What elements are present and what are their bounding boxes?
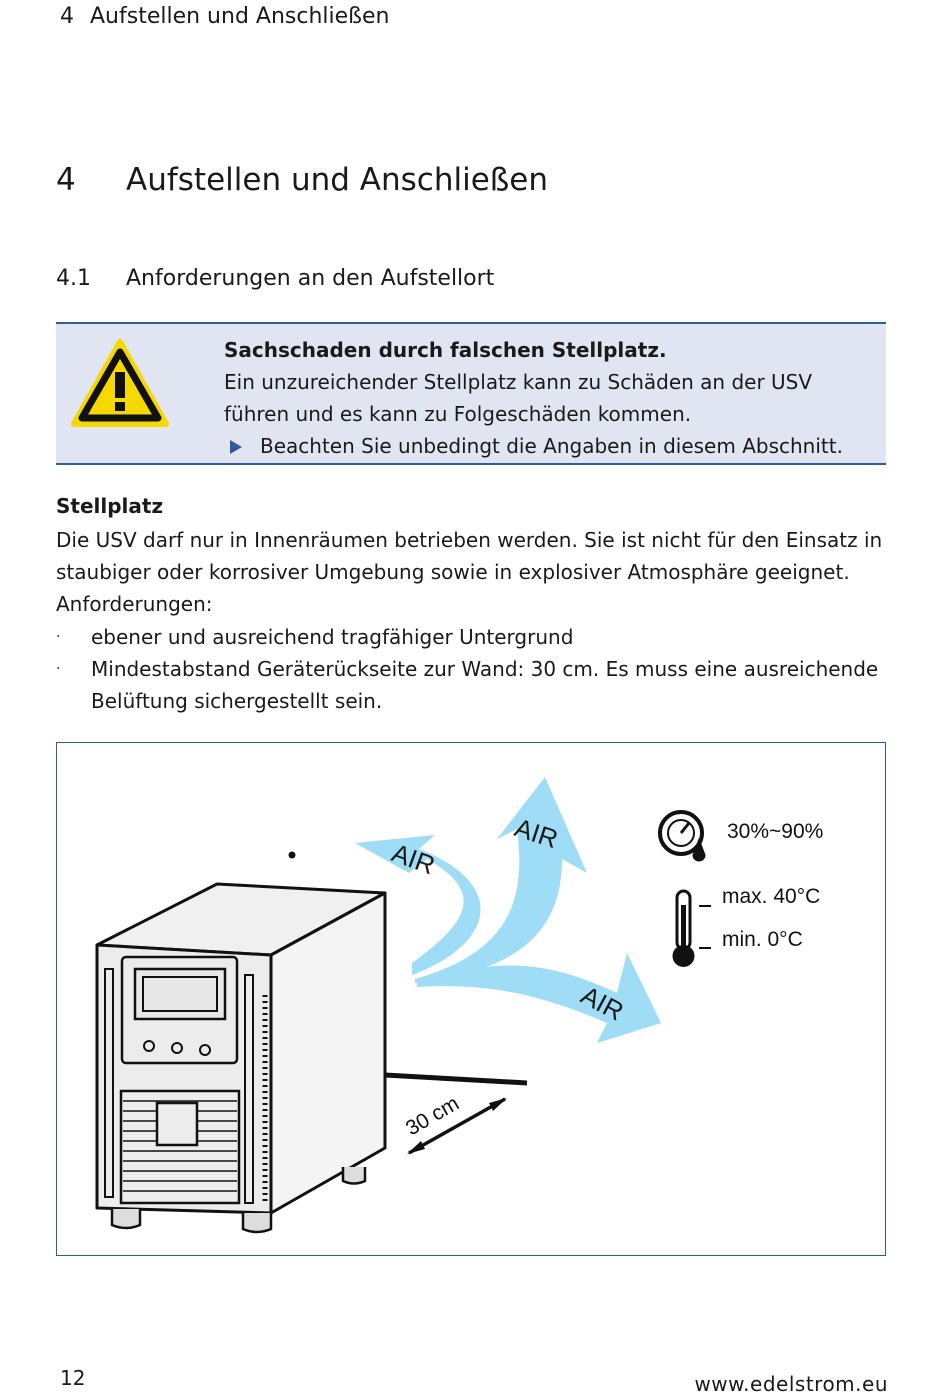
stellplatz-line-2: staubiger oder korrosiver Umgebung sowie… — [56, 560, 850, 584]
side-strip-left — [104, 968, 114, 1198]
socket — [155, 1101, 199, 1147]
list-item: · Mindestabstand Geräterückseite zur Wan… — [56, 653, 896, 717]
air-arrow-center — [415, 777, 587, 983]
running-header-number: 4 — [60, 4, 74, 29]
temperature-min: min. 0°C — [722, 928, 803, 951]
warning-title: Sachschaden durch falschen Stellplatz. — [224, 338, 667, 362]
button-2 — [171, 1042, 183, 1054]
warning-triangle-icon — [71, 339, 169, 427]
warning-line-1: Ein unzureichender Stellplatz kann zu Sc… — [224, 370, 813, 394]
list-bullet: · — [56, 661, 61, 677]
air-arrow-right — [417, 953, 661, 1043]
stellplatz-line-1: Die USV darf nur in Innenräumen betriebe… — [56, 528, 883, 552]
running-header: 4 Aufstellen und Anschließen — [60, 4, 390, 29]
action-arrow-icon — [230, 440, 242, 454]
warning-text: Sachschaden durch falschen Stellplatz. E… — [224, 334, 874, 462]
ups-front-panel — [104, 955, 367, 1234]
air-label-left: AIR — [388, 837, 439, 880]
wall-line — [384, 1072, 528, 1086]
temperature-max: max. 40°C — [722, 885, 820, 908]
humidity-gauge-icon — [658, 810, 706, 862]
warning-line-2: führen und es kann zu Folgeschäden komme… — [224, 402, 692, 426]
button-3 — [199, 1044, 211, 1056]
button-1 — [143, 1040, 155, 1052]
vent-grille — [119, 1089, 241, 1205]
section-title: Anforderungen an den Aufstellort — [126, 266, 495, 291]
website-link[interactable]: www.edelstrom.eu — [694, 1372, 888, 1396]
installation-illustration: 30 cm AIR AIR AIR 30%~90% max. 40°C min. — [95, 777, 823, 1234]
air-arrow-left — [355, 835, 481, 975]
warning-box: Sachschaden durch falschen Stellplatz. E… — [56, 322, 886, 465]
warning-action-text: Beachten Sie unbedingt die Angaben in di… — [260, 434, 843, 458]
stellplatz-heading: Stellplatz — [56, 494, 164, 518]
requirements-list: · ebener und ausreichend tragfähiger Unt… — [56, 621, 896, 717]
chapter-heading: 4 Aufstellen und Anschließen — [56, 162, 548, 198]
chapter-number: 4 — [56, 162, 76, 198]
installation-figure: 30 cm AIR AIR AIR 30%~90% max. 40°C min. — [56, 742, 886, 1256]
list-item-text: Mindestabstand Geräterückseite zur Wand:… — [91, 657, 879, 681]
list-item-text: ebener und ausreichend tragfähiger Unter… — [91, 625, 574, 649]
list-bullet: · — [56, 629, 61, 645]
thermometer-icon — [672, 889, 711, 967]
ups-device-illustration — [95, 882, 387, 1215]
chapter-title: Aufstellen und Anschließen — [126, 162, 549, 198]
warning-action: Beachten Sie unbedingt die Angaben in di… — [224, 430, 874, 462]
humidity-range: 30%~90% — [727, 820, 823, 843]
running-header-title: Aufstellen und Anschließen — [90, 4, 390, 29]
stellplatz-line-3: Anforderungen: — [56, 592, 213, 616]
stellplatz-body: Die USV darf nur in Innenräumen betriebe… — [56, 524, 896, 620]
side-strip-right — [244, 974, 254, 1204]
air-flow-arrows: AIR AIR AIR — [355, 777, 661, 1043]
distance-label: 30 cm — [402, 1092, 463, 1141]
list-item: · ebener und ausreichend tragfähiger Unt… — [56, 621, 896, 653]
dot-mark — [288, 851, 296, 859]
section-number: 4.1 — [56, 266, 91, 291]
page-number: 12 — [60, 1366, 86, 1390]
lcd-screen — [142, 976, 218, 1012]
list-item-text: Belüftung sichergestellt sein. — [91, 689, 383, 713]
section-heading: 4.1 Anforderungen an den Aufstellort — [56, 266, 494, 291]
control-panel — [120, 955, 239, 1065]
distance-arrow: 30 cm — [402, 1092, 507, 1155]
